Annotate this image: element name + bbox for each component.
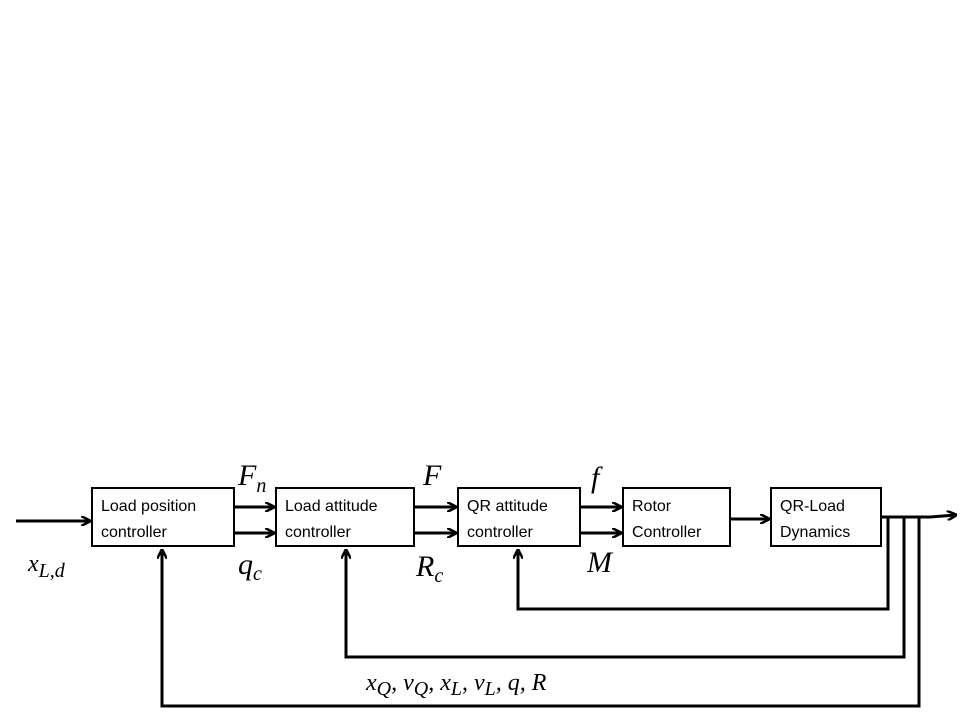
signal-label-fn: Fn — [237, 459, 266, 497]
feedback-loop-qr-attitude — [518, 517, 890, 611]
block-load-attitude-controller: Load attitude controller — [275, 487, 415, 547]
block-label-line2: controller — [467, 524, 533, 541]
block-label-line1: Load position — [101, 498, 196, 515]
signal-label-rc: Rc — [415, 550, 443, 587]
signal-label-thrust: f — [591, 461, 603, 494]
block-rotor-controller: Rotor Controller — [622, 487, 731, 547]
block-label-line2: Controller — [632, 524, 702, 541]
block-load-position-controller: Load position controller — [91, 487, 235, 547]
feedback-loop-load-attitude — [346, 517, 906, 659]
block-label-line2: controller — [285, 524, 351, 541]
block-qr-load-dynamics: QR-Load Dynamics — [770, 487, 882, 547]
block-label-line1: QR attitude — [467, 498, 548, 515]
block-label-line1: Load attitude — [285, 498, 378, 515]
block-label-line1: QR-Load — [780, 498, 845, 515]
feedback-loop-load-position — [162, 517, 921, 708]
signal-label-qc: qc — [238, 548, 262, 585]
arrow-output — [881, 515, 956, 517]
block-label-line2: controller — [101, 524, 167, 541]
block-label-line1: Rotor — [632, 498, 672, 515]
block-label-line2: Dynamics — [780, 524, 850, 541]
block-qr-attitude-controller: QR attitude controller — [457, 487, 581, 547]
signal-label-force: F — [422, 459, 442, 492]
signal-label-moment: M — [586, 546, 614, 579]
signal-label-input: xL,d — [27, 551, 66, 582]
feedback-state-label: xQ, vQ, xL, vL, q, R — [365, 670, 547, 700]
